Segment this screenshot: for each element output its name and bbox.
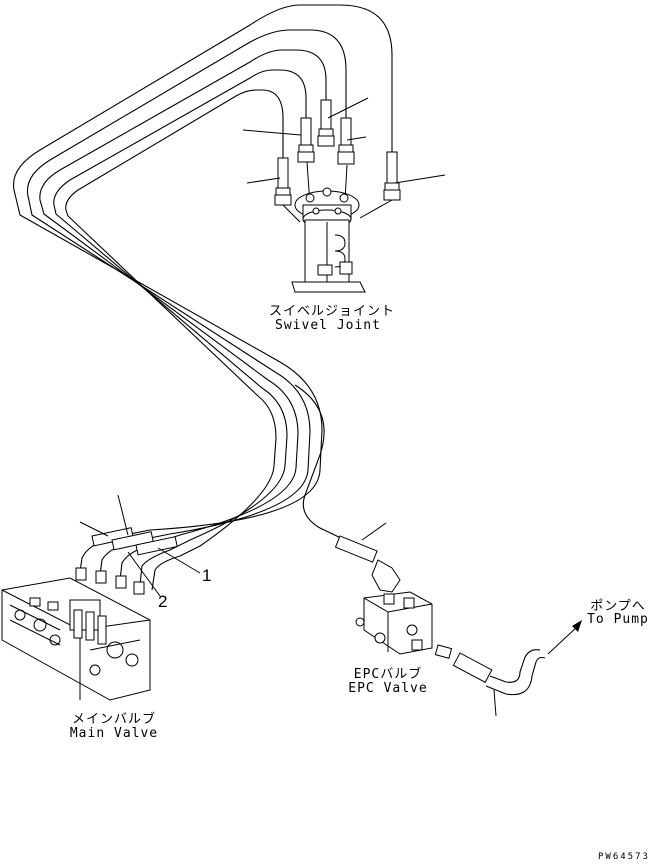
hose-fitting-a [274,157,292,206]
hydraulic-line-group [12,4,393,591]
hose-fitting-b [297,117,315,163]
hydraulic-line-4 [53,69,307,586]
to-pump-label-en: To Pump [587,612,649,627]
pump-line [434,620,582,717]
epc-pilot-line [294,384,346,541]
epc-valve-label-jp: EPCバルブ [353,667,423,682]
hydraulic-line-1 [12,4,393,573]
main-valve-body [1,577,151,701]
hydraulic-line-3 [39,49,327,581]
swivel-joint-label-jp: スイベルジョイント [269,304,396,319]
to-pump-arrowhead [572,620,582,632]
swivel-joint-body [282,161,393,293]
drawing-code: PW64573 [598,852,650,862]
main-valve-label-jp: メインバルブ [71,712,156,727]
callout-2: 2 [158,592,168,611]
epc-valve-assembly [334,522,433,655]
callout-1: 1 [202,566,212,585]
main-valve-fittings [75,494,201,597]
hose-fitting-c [317,99,335,147]
hydraulic-line-5 [65,89,284,591]
hose-fitting-d [337,117,355,165]
hydraulic-line-2 [26,29,347,576]
swivel-joint-label-en: Swivel Joint [275,318,381,333]
to-pump-label-jp: ポンプへ [590,599,646,614]
main-valve-label-en: Main Valve [69,726,159,741]
upper-hose-fittings [242,97,446,206]
epc-valve-label-en: EPC Valve [348,681,428,696]
hose-fitting-e [383,151,401,201]
